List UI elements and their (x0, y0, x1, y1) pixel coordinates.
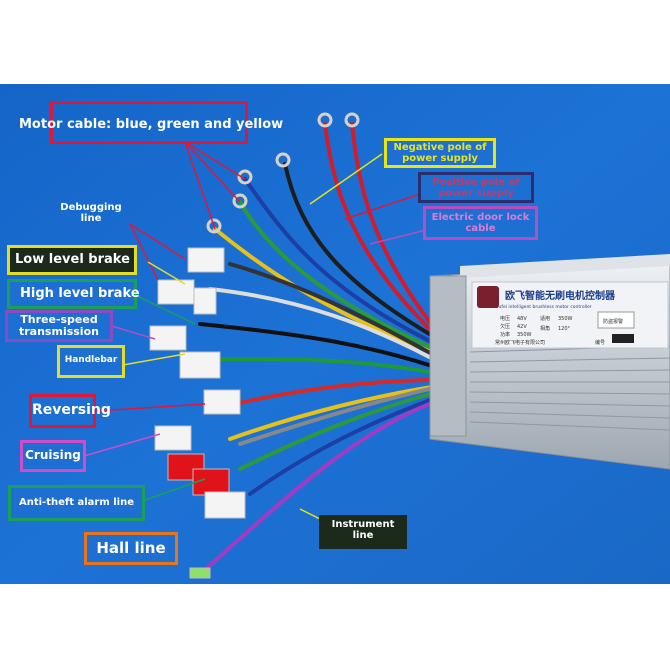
hall-line-label: Hall line (84, 532, 178, 565)
anti-theft-label: Anti-theft alarm line (8, 485, 145, 521)
door-lock-label: Electric door lock cable (423, 206, 538, 240)
handlebar-label: Handlebar (57, 345, 125, 378)
negative-pole-label: Negative pole of power supply (384, 138, 496, 168)
instrument-line-label: Instrument line (319, 515, 407, 549)
spec-value: 48V (517, 316, 527, 322)
negative-pole-text-1: Negative pole of (393, 142, 487, 153)
spec-key: 电压 (500, 315, 510, 322)
three-speed-text-1: Three-speed (20, 313, 98, 326)
spec-key: 功率 (500, 331, 510, 338)
barcode (612, 334, 634, 343)
positive-pole-label: Positive pole of power supply (418, 172, 534, 203)
spec-value: 42V (517, 324, 527, 330)
spec-value: 120° (558, 326, 571, 332)
negative-pole-text-2: power supply (402, 153, 478, 164)
connectors (149, 247, 246, 579)
spec-key: 适用 (540, 315, 550, 322)
high-brake-label: High level brake (7, 279, 140, 309)
three-speed-text-2: transmission (19, 325, 99, 339)
motor-cable-label (50, 101, 248, 144)
debugging-line-label: Debugging line (52, 202, 130, 224)
spec-key: 欠压 (500, 323, 510, 330)
instrument-text-2: line (352, 530, 374, 541)
spec-key: 相角 (540, 325, 550, 332)
manufacturer-text: 常州欧飞电子有限公司 (495, 339, 545, 346)
instrument-text-1: Instrument (331, 519, 395, 530)
door-lock-text-2: cable (465, 223, 496, 234)
low-brake-label: Low level brake (7, 245, 137, 275)
cruising-label: Cruising (20, 440, 86, 472)
reversing-label: Reversing (29, 394, 111, 428)
motor-cable-text: Motor cable: blue, green and yellow (19, 117, 284, 132)
positive-pole-text-1: Positive pole of (432, 177, 520, 188)
serial-label: 编号 (595, 339, 605, 346)
controller-title: 欧飞智能无刷电机控制器 (505, 289, 616, 302)
debugging-text-1: Debugging (60, 202, 122, 213)
debugging-text-2: line (80, 213, 102, 224)
controller-logo (477, 286, 499, 308)
door-lock-text-1: Electric door lock (431, 212, 530, 223)
ring-terminals (206, 112, 360, 234)
controller-subtitle: Oufei intelligent brushless motor contro… (495, 304, 592, 310)
controller-unit: 欧飞智能无刷电机控制器 Oufei intelligent brushless … (429, 254, 670, 470)
positive-pole-text-2: power supply (438, 188, 514, 199)
spec-value: 350W (517, 332, 532, 338)
three-speed-label: Three-speed transmission (5, 310, 113, 342)
function-badge (597, 311, 635, 329)
pointer-lines (83, 141, 431, 525)
wire-bundle (198, 122, 457, 576)
badge-text: 防盗报警 (603, 318, 623, 325)
spec-value: 350W (558, 316, 573, 322)
